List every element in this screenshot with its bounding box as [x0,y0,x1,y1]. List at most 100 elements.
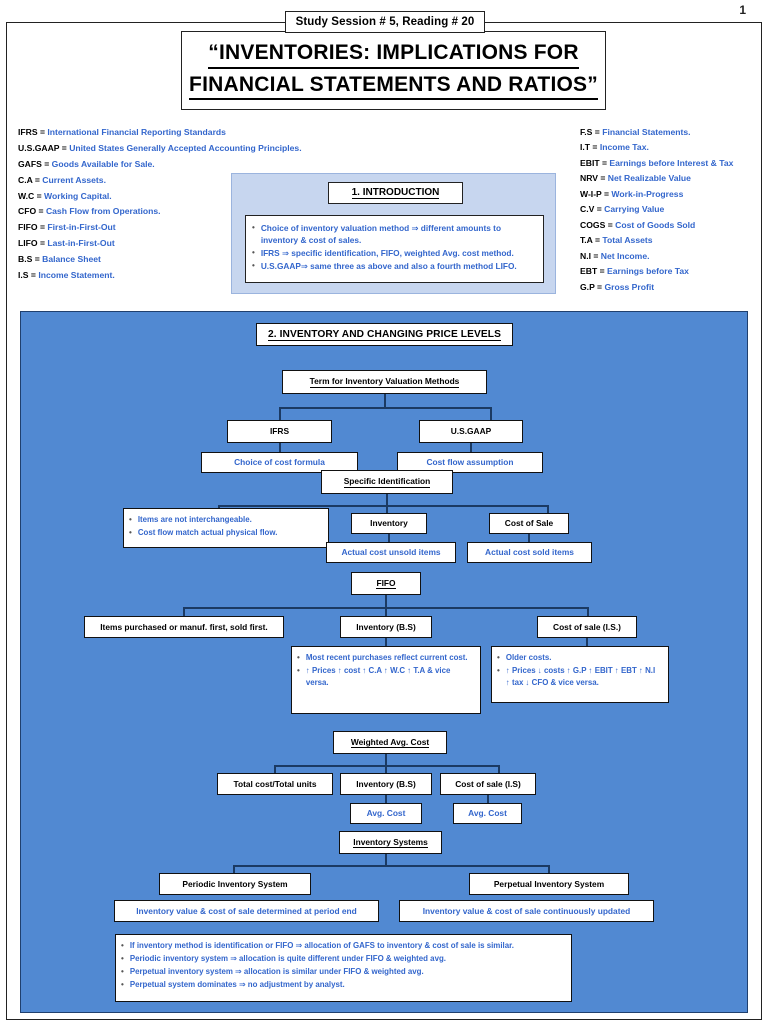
connector [233,865,235,874]
connector [384,394,386,408]
abbreviation-value: Cost of Goods Sold [615,219,696,230]
node-actual-cost-sold-items[interactable]: Actual cost sold items [467,542,592,563]
page-title-line-1: “INVENTORIES: IMPLICATIONS FOR [208,41,579,69]
abbreviation-key: C.V = [580,204,605,215]
abbreviation-key: T.A = [580,235,603,246]
bullet-dot-icon: • [121,941,124,950]
node-term-for-inventory-valuation-methods[interactable]: Term for Inventory Valuation Methods [282,370,487,394]
abbreviation-value: First-in-First-Out [47,222,116,233]
node-label: Inventory value & cost of sale determine… [136,905,357,916]
abbreviation-row: FIFO = First-in-First-Out [18,223,318,232]
node-label: Avg. Cost [366,808,406,819]
node-specific-identification-notes: •Items are not interchangeable.•Cost flo… [123,508,329,548]
abbreviation-value: Work-in-Progress [611,188,684,199]
node-perpetual-detail[interactable]: Inventory value & cost of sale continuou… [399,900,654,922]
node-periodic-inventory-system[interactable]: Periodic Inventory System [159,873,311,895]
bullet-item: •U.S.GAAP⇒ same three as above and also … [252,260,535,272]
abbreviation-key: I.S = [18,270,39,281]
abbreviation-key: U.S.GAAP = [18,142,70,153]
node-specific-identification[interactable]: Specific Identification [321,470,453,494]
abbreviation-key: IFRS = [18,127,48,137]
node-fifo[interactable]: FIFO [351,572,421,595]
abbreviation-row: G.P = Gross Profit [580,283,760,292]
connector [548,865,550,874]
connector [279,443,281,453]
bullet-text: IFRS ⇒ specific identification, FIFO, we… [260,248,514,259]
node-ifrs[interactable]: IFRS [227,420,332,443]
connector [386,505,388,515]
bullet-text: Choice of inventory valuation method ⇒ d… [260,223,502,246]
connector [470,443,472,453]
connector [183,607,185,617]
abbreviation-key: CFO = [18,206,46,217]
bullet-text: If inventory method is identification or… [129,941,514,950]
abbreviation-row: C.A = Current Assets. [18,175,318,185]
abbreviation-value: Cash Flow from Operations. [45,206,161,217]
node-wac-inventory[interactable]: Inventory (B.S) [340,773,432,795]
node-label: FIFO [376,577,396,590]
abbreviation-key: GAFS = [18,158,52,169]
node-fifo-cost-notes: •Older costs.•↑ Prices ↓ costs ↑ G.P ↑ E… [491,646,669,703]
abbreviation-key: N.I = [580,250,601,261]
abbreviation-value: Total Assets [602,235,653,246]
bullet-item: •Periodic inventory system ⇒ allocation … [121,953,564,965]
abbreviation-key: EBIT = [580,157,610,168]
node-cost-flow-assumption[interactable]: Cost flow assumption [397,452,543,473]
bullet-item: •Perpetual system dominates ⇒ no adjustm… [121,979,564,991]
abbreviation-key: FIFO = [18,222,48,233]
abbreviation-row: NRV = Net Realizable Value [580,174,760,183]
abbreviation-row: EBT = Earnings before Tax [580,267,760,276]
bullet-text: Cost flow match actual physical flow. [137,528,278,537]
abbreviation-value: Earnings before Interest & Tax [609,157,734,168]
abbreviation-row: EBIT = Earnings before Interest & Tax [580,159,760,168]
abbreviation-value: Income Tax. [599,142,649,153]
bullet-text: ↑ Prices ↑ cost ↑ C.A ↑ W.C ↑ T.A & vice… [305,666,451,687]
node-actual-cost-unsold-items[interactable]: Actual cost unsold items [326,542,456,563]
node-wac-cost-avg-cost[interactable]: Avg. Cost [453,803,522,824]
node-usgaap[interactable]: U.S.GAAP [419,420,523,443]
node-fifo-items-purchased[interactable]: Items purchased or manuf. first, sold fi… [84,616,284,638]
abbreviation-value: Balance Sheet [42,254,101,265]
node-inventory-systems[interactable]: Inventory Systems [339,831,442,854]
node-total-cost-total-units[interactable]: Total cost/Total units [217,773,333,795]
abbreviations-right: F.S = Financial Statements. I.T = Income … [580,128,760,298]
node-spec-inventory[interactable]: Inventory [351,513,427,534]
connector [490,407,492,421]
node-perpetual-inventory-system[interactable]: Perpetual Inventory System [469,873,629,895]
node-periodic-detail[interactable]: Inventory value & cost of sale determine… [114,900,379,922]
node-label: U.S.GAAP [450,426,492,437]
node-label: Cost of sale (I.S) [455,778,521,789]
connector [498,765,500,774]
abbreviation-row: I.T = Income Tax. [580,143,760,152]
bullet-item: •↑ Prices ↓ costs ↑ G.P ↑ EBIT ↑ EBT ↑ N… [497,665,661,689]
abbreviation-row: C.V = Carrying Value [580,205,760,214]
bullet-dot-icon: • [297,666,300,675]
abbreviation-row: F.S = Financial Statements. [580,128,760,137]
section-2-title-text: 2. INVENTORY AND CHANGING PRICE LEVELS [267,328,502,341]
node-spec-cost-of-sale[interactable]: Cost of Sale [489,513,569,534]
bullet-dot-icon: • [129,515,132,524]
study-session-tab: Study Session # 5, Reading # 20 [285,11,485,33]
abbreviation-value: Income Statement. [38,270,115,281]
abbreviation-row: B.S = Balance Sheet [18,255,318,264]
abbreviation-row: N.I = Net Income. [580,252,760,261]
connector [385,795,387,804]
node-wac-inventory-avg-cost[interactable]: Avg. Cost [350,803,422,824]
bullet-dot-icon: • [252,248,255,258]
abbreviation-key: NRV = [580,173,608,184]
connector [233,865,549,867]
abbreviation-row: GAFS = Goods Available for Sale. [18,158,318,169]
node-fifo-cost-of-sale[interactable]: Cost of sale (I.S.) [537,616,637,638]
node-choice-of-cost-formula[interactable]: Choice of cost formula [201,452,358,473]
node-fifo-inventory[interactable]: Inventory (B.S) [340,616,432,638]
node-label: Term for Inventory Valuation Methods [309,376,460,388]
node-weighted-avg-cost[interactable]: Weighted Avg. Cost [333,731,447,754]
abbreviation-value: Goods Available for Sale. [51,158,155,169]
introduction-title-text: 1. INTRODUCTION [351,187,440,199]
connector [385,765,387,774]
connector [385,607,387,617]
node-wac-cost-of-sale[interactable]: Cost of sale (I.S) [440,773,536,795]
connector [385,854,387,866]
node-label: Items purchased or manuf. first, sold fi… [100,621,268,632]
abbreviation-row: COGS = Cost of Goods Sold [580,221,760,230]
